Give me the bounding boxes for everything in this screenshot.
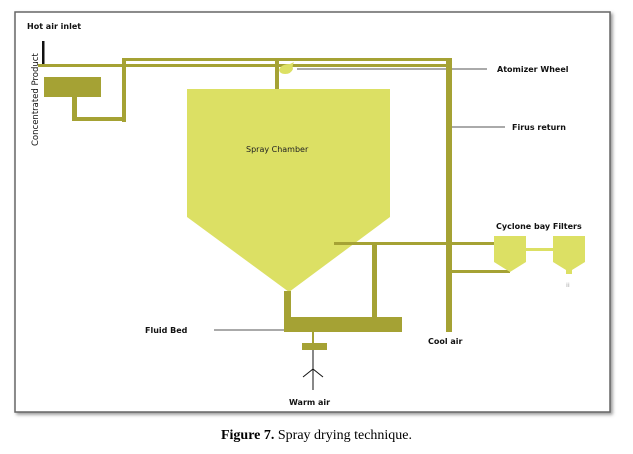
hot-air-inlet-label: Hot air inlet xyxy=(27,22,81,31)
fluid-bed-riser xyxy=(372,242,377,318)
cool-air-label: Cool air xyxy=(428,337,463,346)
top-pipe-left-riser xyxy=(122,58,126,122)
chamber-outlet-pipe xyxy=(284,291,291,318)
atomizer-wheel-icon xyxy=(279,62,294,74)
warm-air-arrow-icon xyxy=(302,368,324,378)
cyclone-inlet-pipe xyxy=(334,242,494,245)
concentrated-product-label: Concentrated Product xyxy=(31,53,41,146)
fines-return-pipe xyxy=(446,58,452,332)
figure-number: Figure 7. xyxy=(220,428,275,443)
product-feed-pipe-down xyxy=(72,97,77,120)
hot-air-inlet-pipe xyxy=(42,41,45,64)
cyclone-connector xyxy=(526,248,553,251)
cyclone-1 xyxy=(494,236,526,272)
warm-air-valve xyxy=(302,343,327,350)
figure-caption-text: Spray drying technique. xyxy=(274,428,413,443)
cyclone-discharge-icon: ⁞⁞ xyxy=(566,282,570,289)
figure-caption: Figure 7. Spray drying technique. xyxy=(0,428,633,444)
cyclone-bay-filters-label: Cyclone bay Filters xyxy=(496,222,582,231)
cyclone-return-pipe xyxy=(452,270,510,273)
cyclone-2 xyxy=(553,236,585,274)
fluid-bed xyxy=(284,317,402,332)
fluid-bed-label: Fluid Bed xyxy=(145,326,188,335)
top-pipe-lower xyxy=(38,64,452,67)
top-pipe-upper xyxy=(122,58,452,61)
warm-air-label: Warm air xyxy=(289,398,330,407)
atomizer-wheel-label: Atomizer Wheel xyxy=(497,65,569,74)
warm-air-stem xyxy=(312,332,314,344)
firus-return-label: Firus return xyxy=(512,123,566,132)
product-feed-pipe-across xyxy=(72,117,126,121)
spray-chamber xyxy=(187,89,390,292)
concentrated-product-tank xyxy=(44,77,101,97)
spray-chamber-label: Spray Chamber xyxy=(246,145,309,154)
atomizer-shaft xyxy=(275,58,279,89)
